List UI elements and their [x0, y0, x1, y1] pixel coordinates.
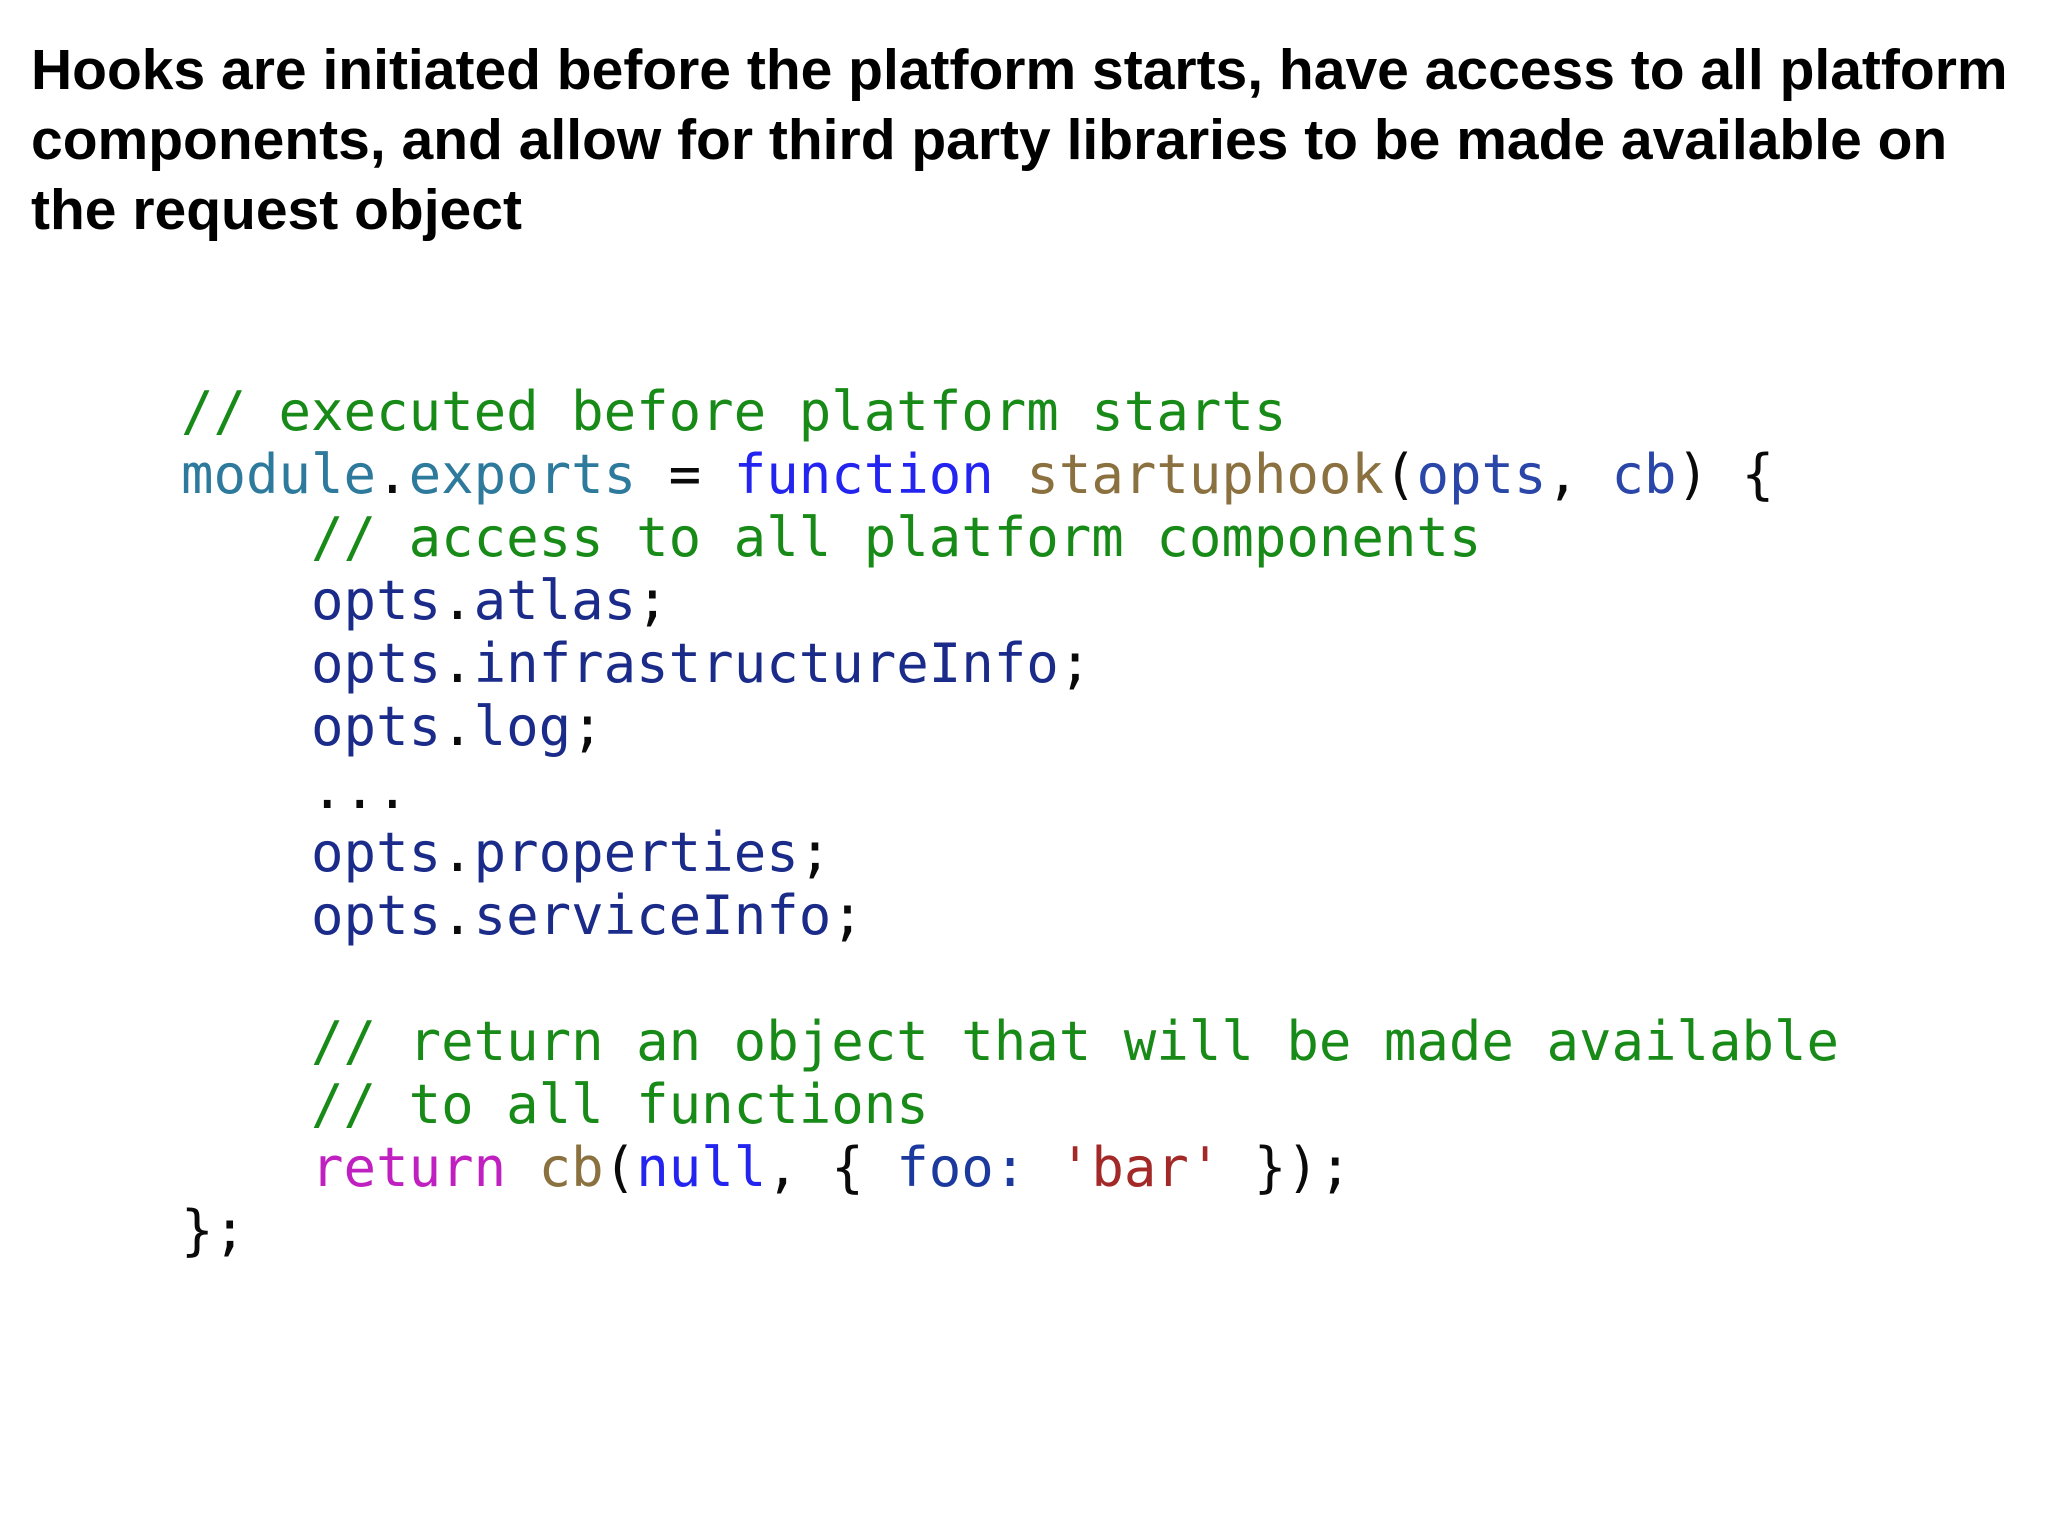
code-token-parameter: cb [1611, 443, 1677, 506]
code-token-plain [181, 821, 311, 884]
code-token-comment: // access to all platform components [181, 506, 1482, 569]
code-token-function_name: cb [538, 1136, 604, 1199]
code-token-member: opts [311, 821, 442, 884]
code-line: module.exports = function startuphook(op… [181, 443, 1839, 506]
code-token-plain: , [1546, 443, 1612, 506]
code-token-member: opts [311, 569, 442, 632]
code-token-string: 'bar' [1058, 1136, 1222, 1199]
code-token-plain: . [441, 884, 474, 947]
code-token-comment: // to all functions [181, 1073, 929, 1136]
code-token-plain: }); [1221, 1136, 1352, 1199]
code-token-plain: ; [831, 884, 864, 947]
code-token-member: log [473, 695, 572, 758]
code-line: }; [181, 1199, 1839, 1262]
code-token-plain [506, 1136, 539, 1199]
code-token-plain: ; [636, 569, 669, 632]
code-token-plain: }; [181, 1199, 247, 1262]
code-line: // executed before platform starts [181, 380, 1839, 443]
code-token-namespace: module [181, 443, 377, 506]
code-token-plain: ; [798, 821, 832, 884]
page-heading: Hooks are initiated before the platform … [31, 38, 2008, 242]
code-token-namespace: exports [408, 443, 637, 506]
code-token-plain [181, 632, 311, 695]
code-token-plain: ; [571, 695, 604, 758]
code-token-member: opts [311, 695, 442, 758]
code-token-member: opts [311, 632, 442, 695]
code-token-plain: . [376, 443, 409, 506]
code-token-plain: . [441, 821, 474, 884]
code-line: opts.serviceInfo; [181, 884, 1839, 947]
code-line: opts.atlas; [181, 569, 1839, 632]
code-token-keyword: function [733, 443, 994, 506]
code-token-plain [1026, 1136, 1059, 1199]
code-line: opts.log; [181, 695, 1839, 758]
code-token-function_name: startuphook [1026, 443, 1384, 506]
code-token-member: opts [311, 884, 442, 947]
code-token-property_key: foo: [896, 1136, 1027, 1199]
code-token-plain [994, 443, 1027, 506]
code-token-plain: ; [1058, 632, 1092, 695]
code-line: // return an object that will be made av… [181, 1010, 1839, 1073]
code-token-member: atlas [473, 569, 637, 632]
code-token-plain [181, 569, 311, 632]
code-line: // access to all platform components [181, 506, 1839, 569]
code-token-parameter: opts [1416, 443, 1547, 506]
code-token-plain: ... [181, 758, 409, 821]
code-line: opts.properties; [181, 821, 1839, 884]
code-token-plain: , { [766, 1136, 897, 1199]
code-token-member: infrastructureInfo [473, 632, 1059, 695]
code-token-plain: ( [603, 1136, 637, 1199]
code-line: ... [181, 758, 1839, 821]
code-token-plain: ( [1383, 443, 1417, 506]
code-token-keyword: null [636, 1136, 767, 1199]
code-token-comment: // executed before platform starts [181, 380, 1287, 443]
code-token-plain [181, 884, 311, 947]
code-line [181, 947, 1839, 1010]
code-token-member: properties [473, 821, 799, 884]
code-token-plain [181, 1136, 311, 1199]
code-token-member: serviceInfo [473, 884, 832, 947]
code-token-plain [181, 695, 311, 758]
code-token-plain: . [441, 632, 474, 695]
code-line: // to all functions [181, 1073, 1839, 1136]
code-token-plain: ) { [1676, 443, 1775, 506]
code-token-return_keyword: return [311, 1136, 507, 1199]
code-token-comment: // return an object that will be made av… [181, 1010, 1840, 1073]
code-token-plain: = [636, 443, 734, 506]
code-token-plain: . [441, 695, 474, 758]
code-line: return cb(null, { foo: 'bar' }); [181, 1136, 1839, 1199]
code-line: opts.infrastructureInfo; [181, 632, 1839, 695]
code-token-plain: . [441, 569, 474, 632]
